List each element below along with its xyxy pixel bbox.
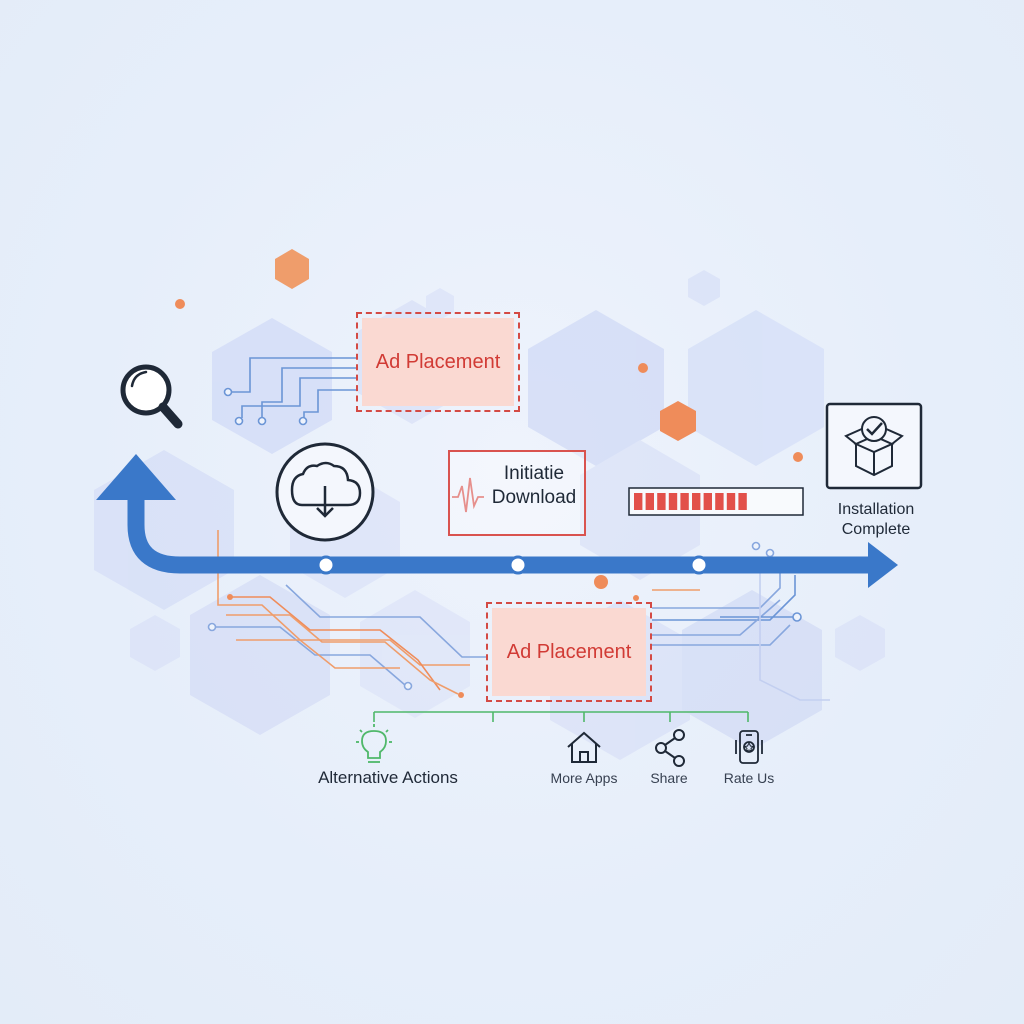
circuit-traces-top	[223, 357, 357, 426]
progress-segment	[703, 493, 712, 510]
progress-segment	[715, 493, 724, 510]
box-check-icon	[825, 402, 923, 490]
progress-segment	[645, 493, 654, 510]
home-icon	[567, 731, 601, 763]
progress-segment	[680, 493, 689, 510]
orange-dot	[175, 299, 185, 309]
phone-star-icon	[735, 730, 763, 764]
search-icon	[120, 364, 183, 429]
ad-placement-top-label: Ad Placement	[375, 350, 501, 373]
circuit-traces-bottom-left	[207, 530, 488, 698]
initiate-download-box[interactable]: Initiatie Download	[448, 450, 586, 536]
circuit-traces-bottom-right	[633, 541, 830, 701]
orange-dot	[638, 363, 648, 373]
flow-node	[689, 555, 709, 575]
ad-placement-bottom[interactable]: Ad Placement	[486, 602, 652, 702]
progress-segment	[634, 493, 643, 510]
more-apps-label[interactable]: More Apps	[550, 770, 618, 786]
ad-placement-top[interactable]: Ad Placement	[356, 312, 520, 412]
lightbulb-icon	[356, 724, 392, 763]
progress-segment	[738, 493, 747, 510]
progress-segment	[657, 493, 666, 510]
cloud-download-icon	[275, 442, 375, 542]
progress-segment	[668, 493, 678, 510]
initiate-download-label: Initiatie Download	[491, 463, 577, 508]
orange-hexagon	[275, 249, 309, 289]
flow-node	[508, 555, 528, 575]
pulse-icon	[452, 477, 484, 513]
orange-hexagon	[660, 401, 696, 441]
progress-segment	[726, 493, 736, 510]
flow-arrow	[96, 454, 898, 588]
installation-complete-label: Installation Complete	[837, 501, 915, 538]
rate-us-label[interactable]: Rate Us	[723, 770, 775, 786]
orange-dot	[594, 575, 608, 589]
progress-segment	[692, 493, 701, 510]
ad-placement-bottom-label: Ad Placement	[506, 640, 632, 663]
actions-connector	[373, 711, 749, 722]
share-label[interactable]: Share	[650, 770, 688, 786]
progress-bar	[628, 487, 804, 516]
alternative-actions-label: Alternative Actions	[318, 768, 458, 787]
orange-dot	[793, 452, 803, 462]
flow-node	[316, 555, 336, 575]
share-icon	[655, 729, 685, 767]
